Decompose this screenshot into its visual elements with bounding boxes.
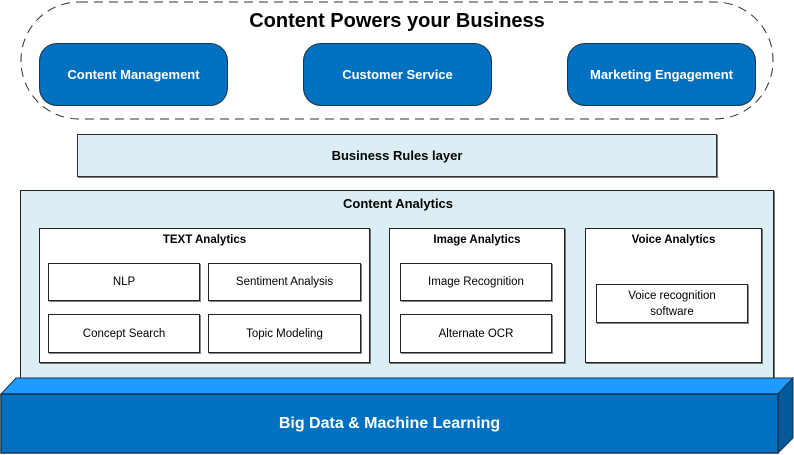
business-area-label: Content Management — [67, 67, 200, 82]
image-analytics-group: Image Analytics Image Recognition Altern… — [389, 228, 565, 363]
business-area-label: Marketing Engagement — [589, 67, 734, 82]
business-area-label: Customer Service — [342, 67, 453, 82]
item-label: Sentiment Analysis — [235, 276, 334, 288]
sentiment-analysis-box[interactable]: Sentiment Analysis — [208, 263, 361, 301]
item-label: Alternate OCR — [438, 327, 514, 340]
item-label: Concept Search — [82, 327, 166, 340]
business-rules-layer[interactable]: Business Rules layer — [77, 134, 717, 177]
item-label: Voice recognition software — [628, 289, 716, 318]
foundation-top-face — [0, 377, 794, 395]
item-label: Image Recognition — [428, 276, 524, 288]
text-analytics-title: TEXT Analytics — [162, 234, 247, 246]
content-analytics-layer: Content Analytics TEXT Analytics NLP Sen… — [20, 190, 774, 380]
foundation-label: Big Data & Machine Learning — [278, 414, 501, 432]
image-recognition-box[interactable]: Image Recognition — [400, 263, 552, 301]
item-label: Topic Modeling — [246, 327, 323, 340]
alternate-ocr-box[interactable]: Alternate OCR — [400, 314, 552, 353]
voice-analytics-group: Voice Analytics Voice recognition softwa… — [585, 228, 762, 363]
voice-recognition-box[interactable]: Voice recognition software — [596, 284, 748, 323]
content-analytics-title: Content Analytics — [342, 196, 454, 211]
concept-search-box[interactable]: Concept Search — [48, 314, 200, 353]
foundation-front-face — [0, 393, 779, 454]
item-label: NLP — [112, 276, 136, 288]
topic-modeling-box[interactable]: Topic Modeling — [208, 314, 361, 353]
diagram-title: Content Powers your Business — [249, 9, 545, 32]
business-rules-label: Business Rules layer — [331, 148, 463, 163]
business-area-content-management[interactable]: Content Management — [39, 43, 228, 106]
voice-analytics-title: Voice Analytics — [631, 234, 716, 246]
business-area-marketing-engagement[interactable]: Marketing Engagement — [567, 43, 756, 106]
nlp-box[interactable]: NLP — [48, 263, 200, 301]
text-analytics-group: TEXT Analytics NLP Sentiment Analysis Co… — [39, 228, 370, 363]
business-group-outline — [20, 1, 774, 120]
foundation-block — [0, 376, 794, 455]
business-area-customer-service[interactable]: Customer Service — [303, 43, 492, 106]
image-analytics-title: Image Analytics — [433, 234, 521, 246]
